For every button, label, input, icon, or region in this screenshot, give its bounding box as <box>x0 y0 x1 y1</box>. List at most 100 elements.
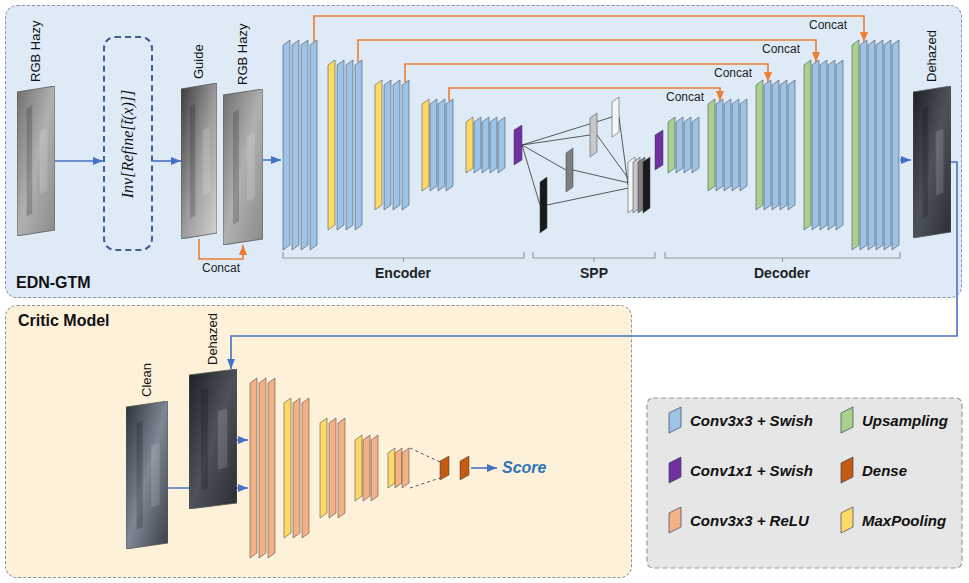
layer-slab <box>268 378 275 558</box>
legend-swatch <box>668 456 682 484</box>
layer-slab <box>884 40 891 250</box>
layer-slab <box>764 80 771 210</box>
legend-swatch <box>840 506 854 534</box>
skip-connection <box>405 64 768 82</box>
legend-swatch-shape <box>841 407 853 433</box>
photo <box>17 86 55 236</box>
layer-slab <box>320 418 327 518</box>
photo <box>189 369 237 509</box>
layer-slab <box>820 60 827 230</box>
legend-text: Conv3x3 + Swish <box>690 412 813 429</box>
connector <box>231 162 957 369</box>
skip-connection <box>314 16 864 42</box>
image-label: RGB Hazy <box>236 24 251 85</box>
layer-slab <box>836 60 843 230</box>
layer-slab <box>375 80 382 210</box>
layer-slab <box>876 40 883 250</box>
layer-slab <box>860 40 867 250</box>
image-box: Clean <box>126 401 168 549</box>
photo <box>223 89 263 245</box>
layer-slab <box>612 97 619 137</box>
photo-detail <box>27 106 33 217</box>
layer-slab <box>466 117 473 173</box>
flow-arrow <box>900 159 911 161</box>
layer-slab <box>540 177 547 233</box>
layer-slab <box>302 398 309 538</box>
section-label: SPP <box>580 265 608 281</box>
layer-slab <box>828 60 835 230</box>
legend-text: Upsampling <box>862 412 948 429</box>
image-label: Dehazed <box>206 313 221 365</box>
connector <box>55 160 103 162</box>
image-box: Dehazed <box>189 369 237 509</box>
flatten-guide <box>410 478 440 488</box>
concat-label: Concat <box>762 43 800 57</box>
layer-slab <box>724 99 731 191</box>
layer-slab <box>337 60 344 230</box>
photo-detail <box>923 106 929 218</box>
photo-frame <box>189 369 237 509</box>
layer-slab <box>293 398 300 538</box>
legend-text: Conv3x3 + ReLU <box>690 512 809 529</box>
layer-slab <box>355 60 362 230</box>
layer-slab <box>590 113 597 157</box>
layer-slab <box>668 117 675 173</box>
photo-detail <box>247 133 255 202</box>
flow-arrow <box>236 439 248 441</box>
layer-slab <box>780 80 787 210</box>
photo-detail <box>203 127 210 196</box>
photo <box>913 86 951 238</box>
layer-slab <box>430 99 437 191</box>
legend-swatch <box>840 406 854 434</box>
legend-swatch-shape <box>669 457 681 483</box>
image-box: Dehazed <box>913 86 951 238</box>
layer-slab <box>250 378 257 558</box>
spp-link <box>522 145 566 170</box>
spp-link <box>619 117 628 185</box>
layer-slab <box>708 99 715 191</box>
layer-slab <box>338 418 345 518</box>
spp-link <box>522 135 590 145</box>
photo-detail <box>190 103 195 218</box>
photo-detail <box>201 387 208 491</box>
layer-slab <box>490 117 497 173</box>
spp-link <box>522 117 612 145</box>
layer-slab <box>732 99 739 191</box>
photo-frame <box>181 83 217 239</box>
layer-slab <box>284 398 291 538</box>
layer-slab <box>892 40 899 250</box>
photo-detail <box>233 109 239 224</box>
layer-slab <box>310 40 317 250</box>
layer-slab <box>566 148 573 192</box>
flow-arrow <box>263 159 281 161</box>
photo-detail <box>218 408 228 470</box>
layer-slab <box>259 378 266 558</box>
panel-ground <box>5 5 962 298</box>
output-label: Score <box>502 459 546 477</box>
legend-text: MaxPooling <box>862 512 946 529</box>
photo-frame <box>223 89 263 245</box>
layer-slab <box>355 435 362 501</box>
layer-slab <box>482 117 489 173</box>
legend-swatch-shape <box>669 407 681 433</box>
layer-slab <box>868 40 875 250</box>
legend-swatch <box>668 506 682 534</box>
layer-slab <box>756 80 763 210</box>
formula-text: Inv[Refine[t̃(x)]] <box>119 89 137 197</box>
concat-label: Concat <box>714 67 752 81</box>
flow-arrow <box>471 467 497 469</box>
layer-slab <box>788 80 795 210</box>
layer-slab <box>655 130 663 170</box>
layer-slab <box>772 80 779 210</box>
layer-slab <box>804 60 811 230</box>
panel-box: Critic ModelCleanDehazed <box>5 305 632 578</box>
layer-slab <box>676 117 683 173</box>
photo-detail <box>936 129 944 196</box>
layer-slab <box>363 435 370 501</box>
layer-slab <box>460 456 469 480</box>
image-box: RGB Hazy <box>223 89 263 245</box>
layer-slab <box>371 435 378 501</box>
section-label: Decoder <box>754 265 810 281</box>
layer-slab <box>852 40 859 250</box>
layer-slab <box>440 456 449 480</box>
